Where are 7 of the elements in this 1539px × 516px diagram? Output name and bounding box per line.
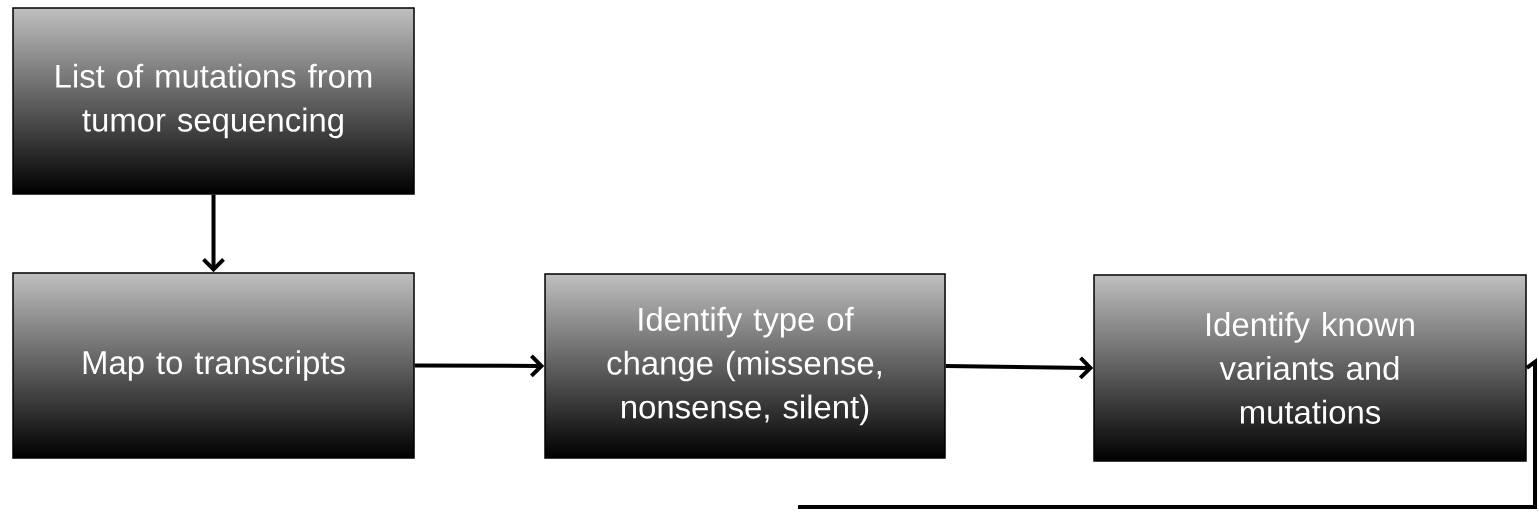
arrow — [202, 194, 225, 273]
process-box: Map to transcripts — [12, 272, 415, 459]
process-box: List of mutations from tumor sequencing — [12, 7, 415, 195]
process-box: Identify type of change (missense, nonsense, silent) — [544, 273, 946, 459]
process-box: Identify known variants and mutations — [1093, 274, 1527, 462]
arrow — [945, 356, 1094, 380]
arrow — [414, 354, 545, 378]
